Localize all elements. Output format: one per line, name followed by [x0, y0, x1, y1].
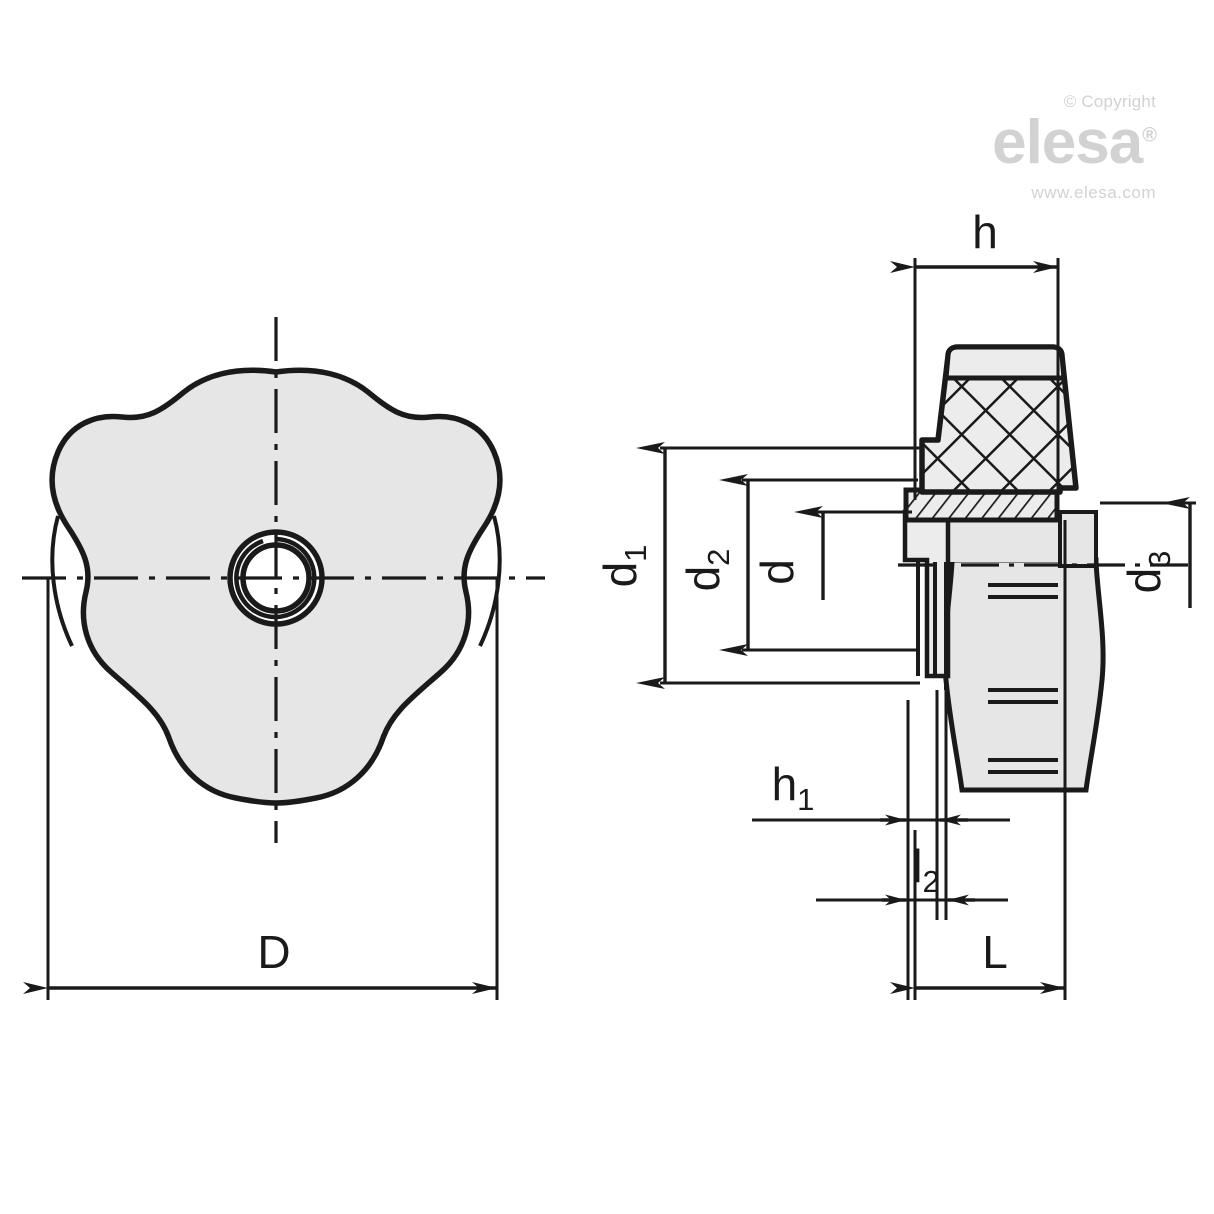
dimension-label-l2: l2: [912, 840, 939, 899]
dimension-label-h: h: [972, 206, 998, 258]
dimension-label-d3: d3: [1118, 551, 1177, 594]
front-view: D: [22, 317, 545, 1000]
dimension-d3: d3: [1100, 497, 1196, 608]
dimension-h1: h1: [752, 690, 1010, 1000]
dimension-h: h: [890, 206, 1060, 500]
registered-trademark-icon: ®: [1142, 124, 1157, 147]
dimension-d: d: [751, 506, 912, 600]
dimension-L: L: [890, 520, 1067, 1000]
body-rib-lines: [988, 583, 1058, 774]
dimension-label-d2: d2: [677, 549, 736, 592]
dimension-l2: l2: [816, 690, 1008, 920]
thread-circle: [234, 536, 317, 620]
copyright-notice: © Copyright: [1063, 92, 1156, 111]
knob-body-profile: [942, 557, 1106, 793]
dimension-d1: d1: [594, 442, 920, 689]
dimension-d2: d2: [677, 474, 918, 656]
dimension-label-d1: d1: [594, 545, 653, 588]
elesa-logo: elesa®: [992, 112, 1157, 174]
side-view: h d1 d2: [594, 206, 1196, 1000]
dimension-D: D: [23, 578, 499, 1000]
dimension-label-L: L: [982, 926, 1008, 978]
dimension-label-h1: h1: [772, 758, 815, 817]
website-url: www.elesa.com: [1031, 183, 1156, 202]
boss-cap: [943, 344, 1067, 381]
dimension-label-D: D: [257, 926, 290, 978]
elesa-logo-text: elesa: [992, 108, 1143, 177]
tangent-mark-left: [50, 515, 74, 647]
knob-shoulder-block: [917, 518, 1096, 562]
dimension-label-d: d: [751, 559, 803, 585]
